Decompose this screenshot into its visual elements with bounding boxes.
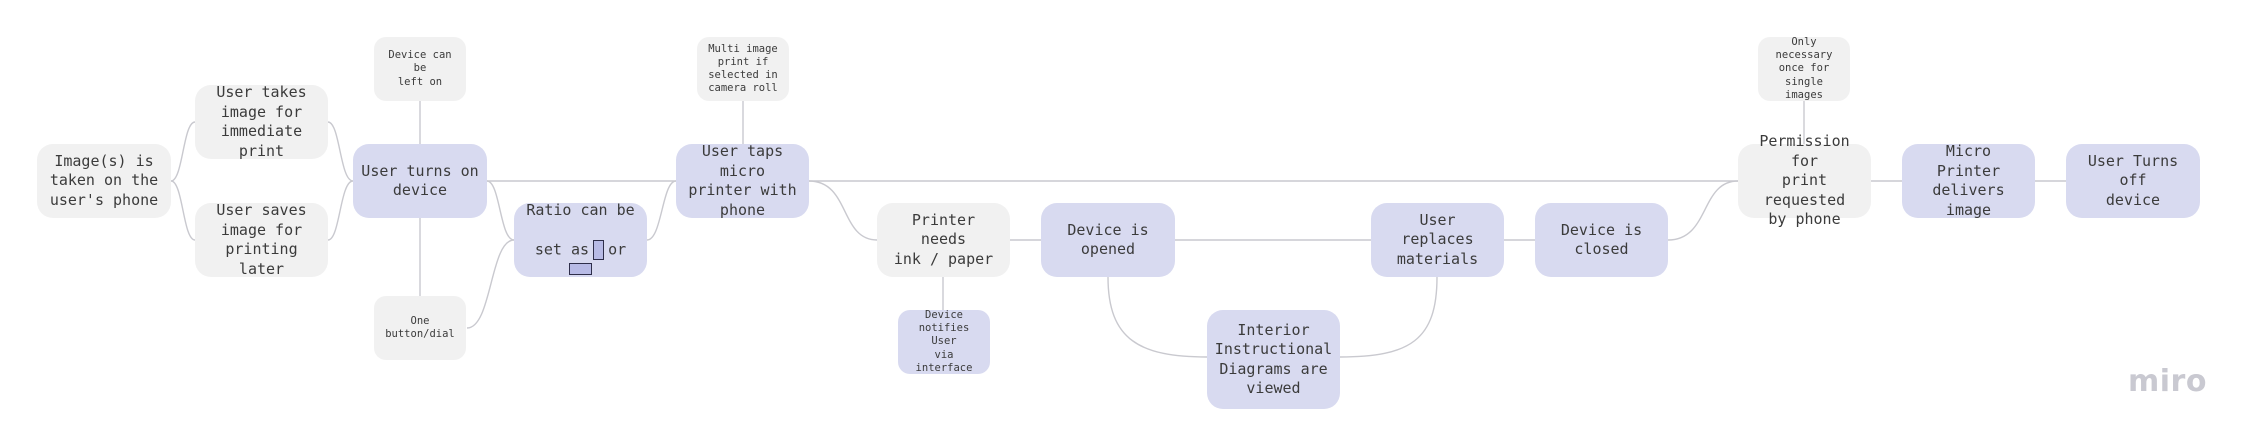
edge-ratio-to-taps — [646, 180, 677, 241]
node-user-takes-image[interactable]: User takes image for immediate print — [195, 83, 328, 160]
node-ratio[interactable]: Ratio can be set as or — [514, 200, 647, 279]
landscape-ratio-icon — [569, 263, 592, 276]
node-user-replaces-materials[interactable]: User replaces materials — [1371, 203, 1504, 277]
edge-image-to-saves — [170, 180, 196, 241]
note-one-button-dial[interactable]: One button/dial — [374, 296, 466, 360]
ratio-text-line2: set as or — [522, 220, 639, 279]
edge-opened-to-interior — [1107, 276, 1208, 358]
miro-logo: miro — [2128, 364, 2207, 399]
node-interior-diagrams[interactable]: Interior Instructional Diagrams are view… — [1207, 310, 1340, 409]
edge-onebutton-to-ratio — [466, 239, 515, 329]
node-device-opened[interactable]: Device is opened — [1041, 203, 1175, 277]
node-permission-requested[interactable]: Permission for print requested by phone — [1738, 132, 1871, 228]
node-device-closed[interactable]: Device is closed — [1535, 203, 1668, 277]
node-user-turns-off[interactable]: User Turns off device — [2066, 144, 2200, 218]
edge-takes-to-turnson — [327, 121, 354, 182]
node-user-taps-printer[interactable]: User taps micro printer with phone — [676, 142, 809, 219]
edge-closed-to-permission — [1667, 180, 1739, 241]
edge-turnson-to-ratio — [486, 180, 515, 241]
node-image-taken[interactable]: Image(s) is taken on the user's phone — [37, 144, 171, 218]
portrait-ratio-icon — [593, 239, 605, 260]
note-device-left-on[interactable]: Device can be left on — [374, 37, 466, 101]
node-user-saves-image[interactable]: User saves image for printing later — [195, 201, 328, 278]
note-only-necessary-once[interactable]: Only necessary once for single images — [1758, 36, 1850, 101]
ratio-prefix: set as — [534, 240, 590, 259]
note-device-notifies-user[interactable]: Device notifies User via interface — [898, 309, 990, 374]
edge-image-to-takes — [170, 121, 196, 182]
node-printer-needs-ink[interactable]: Printer needs ink / paper — [877, 203, 1010, 277]
edge-saves-to-turnson — [327, 180, 354, 241]
ratio-or: or — [608, 240, 627, 259]
edge-taps-to-ink — [808, 180, 878, 241]
note-multi-image-print[interactable]: Multi image print if selected in camera … — [697, 37, 789, 101]
node-printer-delivers-image[interactable]: Micro Printer delivers image — [1902, 142, 2035, 219]
ratio-text-line1: Ratio can be — [526, 200, 635, 219]
node-user-turns-on[interactable]: User turns on device — [353, 144, 487, 218]
edge-interior-to-replaces — [1339, 276, 1438, 358]
